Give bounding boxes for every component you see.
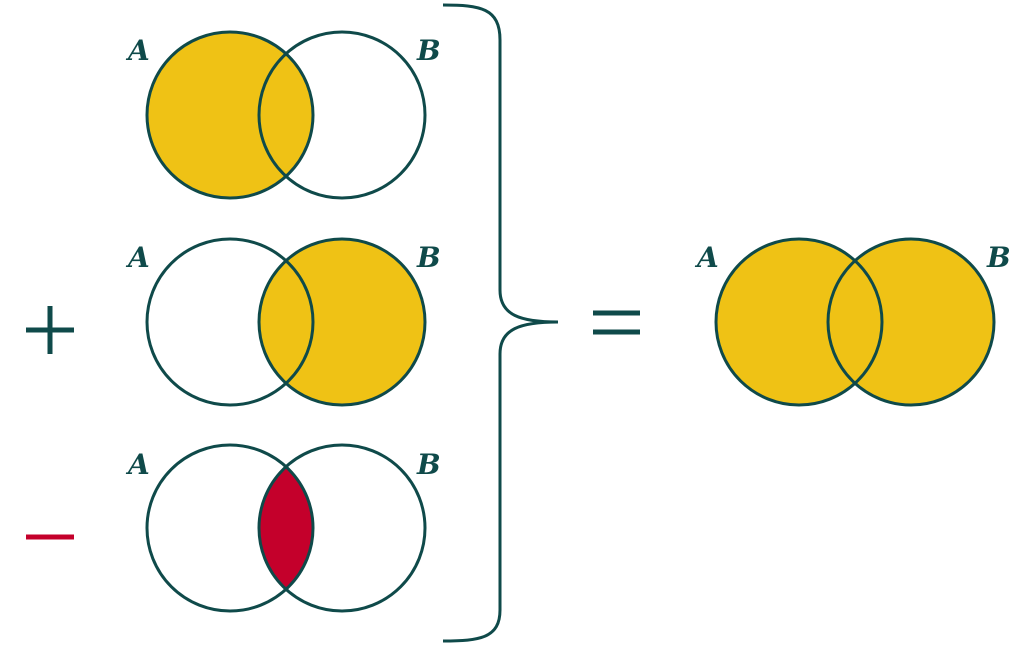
equals-sign: = (593, 310, 640, 335)
venn-result-union: A B (694, 237, 1011, 407)
plus-sign: + (26, 306, 74, 354)
venn-row-a-only: A B (125, 30, 441, 200)
label-b: B (416, 448, 441, 481)
circle-a-outline (145, 237, 315, 407)
circle-a-outline (145, 443, 315, 613)
circle-b-filled (257, 237, 427, 407)
label-b: B (416, 34, 441, 67)
label-a: A (694, 241, 719, 274)
label-a: A (125, 241, 150, 274)
venn-row-b-only: A B (125, 237, 441, 407)
circle-b-outline (257, 443, 427, 613)
circle-b-outline (826, 237, 996, 407)
label-a: A (125, 34, 150, 67)
label-a: A (125, 448, 150, 481)
curly-brace (442, 3, 559, 643)
label-b: B (416, 241, 441, 274)
circle-b-outline (257, 30, 427, 200)
label-b: B (986, 241, 1011, 274)
minus-sign: − (26, 534, 74, 540)
circle-a-filled (145, 30, 315, 200)
circle-a-outline (714, 237, 884, 407)
venn-row-intersection: A B (125, 443, 441, 613)
